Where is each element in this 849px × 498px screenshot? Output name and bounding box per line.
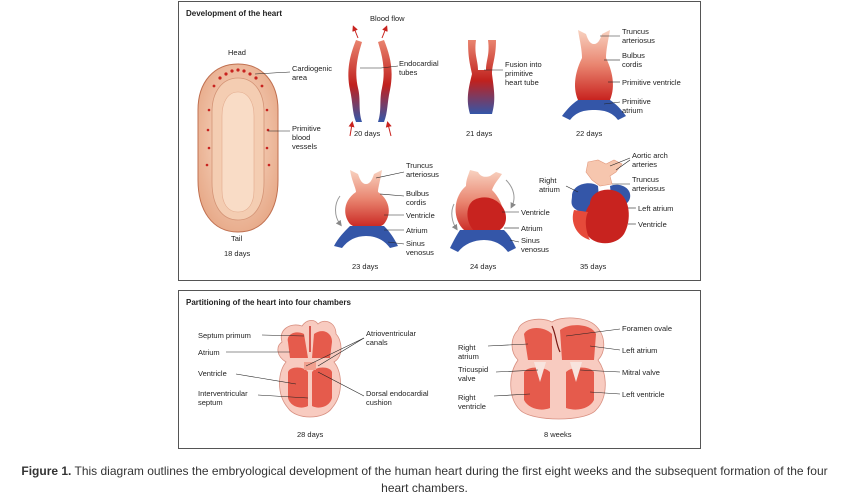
- foramen-ovale-label: Foramen ovale: [622, 324, 672, 333]
- development-panel-title: Development of the heart: [186, 9, 283, 18]
- head-label: Head: [228, 48, 246, 57]
- day-28-label: 28 days: [297, 430, 324, 439]
- heart-24-days: [450, 170, 517, 252]
- atrium-23-label: Atrium: [406, 226, 428, 235]
- atrium-24-label: Atrium: [521, 224, 543, 233]
- day-20-label: 20 days: [354, 129, 381, 138]
- cardiogenic-area-label: Cardiogenic area: [292, 64, 334, 82]
- primitive-heart-tube-21-days: [467, 40, 496, 114]
- day-35-label: 35 days: [580, 262, 607, 271]
- truncus-23-label: Truncus arteriosus: [406, 161, 439, 179]
- left-atrium-35-label: Left atrium: [638, 204, 673, 213]
- atrium-28-label: Atrium: [198, 348, 220, 357]
- partitioning-panel: [178, 290, 701, 449]
- caption-text: This diagram outlines the embryological …: [71, 464, 828, 495]
- heart-23-days: [334, 170, 398, 248]
- truncus-22-label: Truncus arteriosus: [622, 27, 655, 45]
- blood-flow-label: Blood flow: [370, 14, 405, 23]
- bulbus-23-label: Bulbus cordis: [406, 189, 431, 207]
- right-ventricle-label: Right ventricle: [458, 393, 486, 411]
- fusion-label: Fusion into primitive heart tube: [505, 60, 544, 87]
- left-atrium-8w-label: Left atrium: [622, 346, 657, 355]
- week-8-label: 8 weeks: [544, 430, 572, 439]
- heart-8-weeks: [510, 317, 606, 420]
- day-18-label: 18 days: [224, 249, 251, 258]
- primitive-atrium-label: Primitive atrium: [622, 97, 653, 115]
- right-atrium-8w-label: Right atrium: [458, 343, 479, 361]
- av-canals-label: Atrioventricular canals: [366, 329, 418, 347]
- interventricular-septum-label: Interventricular septum: [198, 389, 250, 407]
- sinus-23-label: Sinus venosus: [406, 239, 434, 257]
- septum-primum-label: Septum primum: [198, 331, 251, 340]
- bulbus-22-label: Bulbus cordis: [622, 51, 647, 69]
- heart-28-days: [277, 320, 342, 418]
- ventricle-24-label: Ventricle: [521, 208, 550, 217]
- day-22-label: 22 days: [576, 129, 603, 138]
- mitral-label: Mitral valve: [622, 368, 660, 377]
- right-atrium-35-label: Right atrium: [539, 176, 560, 194]
- day-24-label: 24 days: [470, 262, 497, 271]
- aortic-arch-label: Aortic arch arteries: [632, 151, 670, 169]
- day-21-label: 21 days: [466, 129, 493, 138]
- figure-caption: Figure 1. This diagram outlines the embr…: [20, 463, 829, 497]
- partitioning-panel-title: Partitioning of the heart into four cham…: [186, 298, 351, 307]
- primitive-blood-vessels-label: Primitive blood vessels: [292, 124, 323, 151]
- ventricle-35-label: Ventricle: [638, 220, 667, 229]
- ventricle-28-label: Ventricle: [198, 369, 227, 378]
- left-ventricle-label: Left ventricle: [622, 390, 665, 399]
- heart-tube-22-days: [562, 30, 626, 120]
- primitive-ventricle-label: Primitive ventricle: [622, 78, 681, 87]
- sinus-24-label: Sinus venosus: [521, 236, 549, 254]
- endocardial-tubes-20-days: [348, 25, 392, 137]
- endocardial-tubes-label: Endocardial tubes: [399, 59, 441, 77]
- embryo-18-days: [197, 63, 279, 233]
- ventricle-23-label: Ventricle: [406, 211, 435, 220]
- caption-label: Figure 1.: [21, 464, 72, 478]
- day-23-label: 23 days: [352, 262, 379, 271]
- heart-35-days: [571, 159, 631, 244]
- tricuspid-label: Tricuspid valve: [458, 365, 490, 383]
- dorsal-cushion-label: Dorsal endocardial cushion: [366, 389, 431, 407]
- tail-label: Tail: [231, 234, 243, 243]
- truncus-35-label: Truncus arteriosus: [632, 175, 665, 193]
